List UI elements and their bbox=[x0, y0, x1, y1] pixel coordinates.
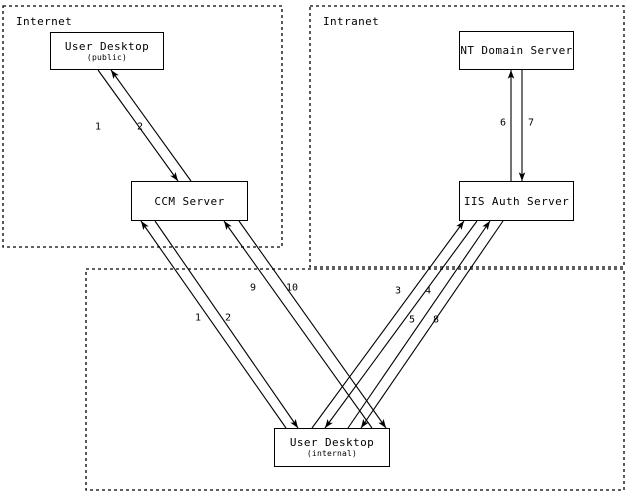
edge-label-edge-6: 6 bbox=[499, 117, 507, 129]
node-title-user-desktop-public: User Desktop bbox=[64, 39, 150, 53]
node-ccm-server[interactable]: CCM Server bbox=[131, 181, 248, 221]
zone-label-intranet: Intranet bbox=[323, 15, 380, 28]
edge-label-edge-3: 3 bbox=[394, 285, 402, 297]
edge-label-edge-1b: 1 bbox=[194, 312, 202, 324]
edge-label-edge-4: 4 bbox=[424, 285, 432, 297]
node-nt-domain-server[interactable]: NT Domain Server bbox=[459, 31, 574, 70]
connection-edge-2 bbox=[110, 69, 192, 182]
edge-label-edge-7: 7 bbox=[527, 117, 535, 129]
zone-boundary-intranet bbox=[309, 5, 625, 268]
edge-label-edge-10: 10 bbox=[285, 282, 299, 294]
edge-label-edge-1: 1 bbox=[94, 121, 102, 133]
connection-edge-1b bbox=[140, 220, 287, 429]
zone-boundary-private-lan bbox=[85, 268, 625, 491]
connection-edge-10 bbox=[238, 220, 387, 429]
connection-lines bbox=[97, 69, 526, 429]
node-subtitle-user-desktop-internal: (internal) bbox=[306, 449, 358, 458]
connection-edge-9 bbox=[223, 220, 373, 429]
node-title-ccm-server: CCM Server bbox=[154, 194, 225, 208]
connection-edge-5 bbox=[347, 220, 491, 429]
connection-edge-4 bbox=[324, 220, 478, 429]
zone-label-internet: Internet bbox=[16, 15, 73, 28]
node-subtitle-user-desktop-public: (public) bbox=[86, 52, 128, 62]
edge-label-edge-8: 8 bbox=[432, 314, 440, 326]
connection-edge-2b bbox=[154, 220, 299, 429]
edge-label-edge-5: 5 bbox=[408, 314, 416, 326]
connection-edge-3 bbox=[311, 220, 465, 429]
connection-edge-1 bbox=[97, 69, 179, 182]
node-title-user-desktop-internal: User Desktop bbox=[289, 436, 375, 449]
edge-label-edge-9: 9 bbox=[249, 282, 257, 294]
zone-boundary-internet bbox=[2, 5, 283, 248]
node-user-desktop-public[interactable]: User Desktop(public) bbox=[50, 32, 164, 70]
node-iis-auth-server[interactable]: IIS Auth Server bbox=[459, 181, 574, 221]
node-title-nt-domain-server: NT Domain Server bbox=[460, 44, 573, 57]
zone-boundaries bbox=[2, 5, 625, 491]
node-user-desktop-internal[interactable]: User Desktop(internal) bbox=[274, 428, 390, 467]
connection-edge-8 bbox=[360, 220, 504, 429]
edge-label-edge-2b: 2 bbox=[224, 312, 232, 324]
node-title-iis-auth-server: IIS Auth Server bbox=[463, 194, 570, 208]
edge-label-edge-2: 2 bbox=[136, 121, 144, 133]
